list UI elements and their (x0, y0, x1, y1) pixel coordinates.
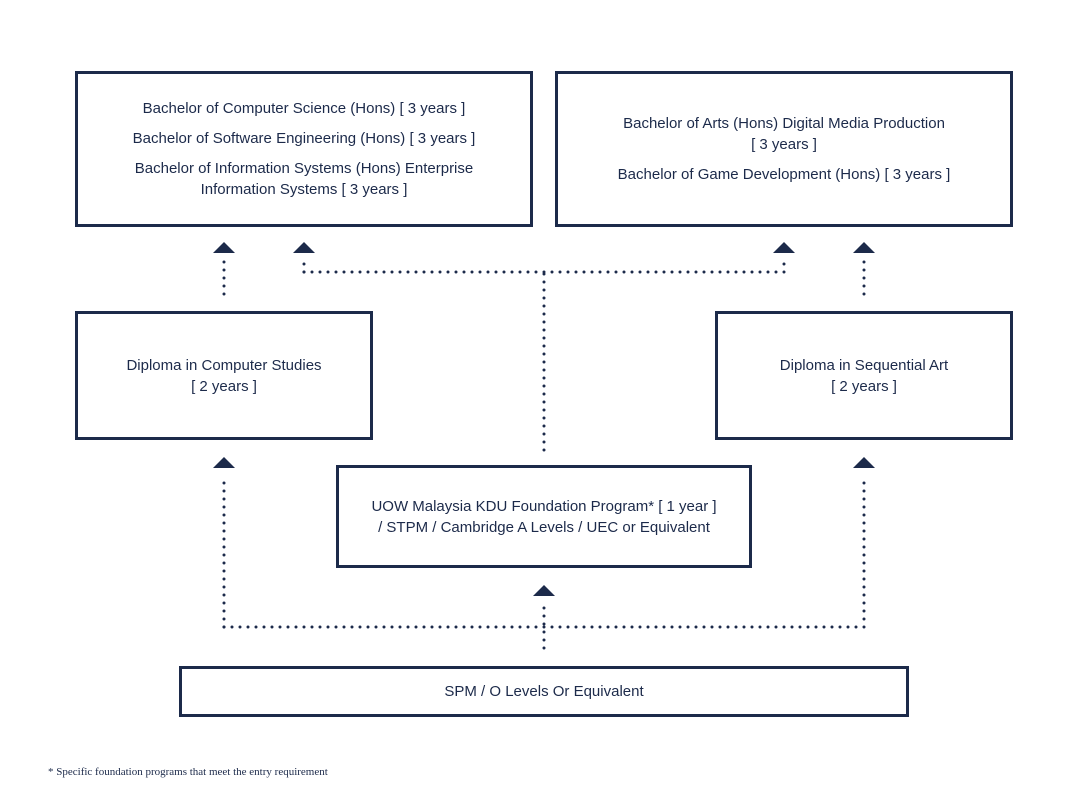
arrowhead-icon (773, 242, 795, 253)
diploma-computer-box: Diploma in Computer Studies [ 2 years ] (75, 311, 373, 440)
degree-game-development: Bachelor of Game Development (Hons) [ 3 … (617, 166, 951, 183)
degree-computer-science: Bachelor of Computer Science (Hons) [ 3 … (142, 100, 466, 117)
arrowhead-icon (293, 242, 315, 253)
entry-title: SPM / O Levels Or Equivalent (444, 683, 644, 700)
arrowhead-icon (213, 457, 235, 468)
degree-information-systems-cont: Information Systems [ 3 years ] (200, 181, 408, 198)
entry-box: SPM / O Levels Or Equivalent (179, 666, 909, 717)
diploma-art-box: Diploma in Sequential Art [ 2 years ] (715, 311, 1013, 440)
degrees-media-box: Bachelor of Arts (Hons) Digital Media Pr… (555, 71, 1013, 227)
foundation-box: UOW Malaysia KDU Foundation Program* [ 1… (336, 465, 752, 568)
degree-digital-media-production: Bachelor of Arts (Hons) Digital Media Pr… (623, 115, 945, 132)
foundation-alternatives: / STPM / Cambridge A Levels / UEC or Equ… (378, 518, 710, 536)
arrowhead-icon (213, 242, 235, 253)
degree-information-systems: Bachelor of Information Systems (Hons) E… (134, 160, 474, 177)
arrowhead-icon (853, 242, 875, 253)
arrowhead-icon (533, 585, 555, 596)
diploma-computer-duration: [ 2 years ] (191, 377, 257, 395)
degrees-cs-box: Bachelor of Computer Science (Hons) [ 3 … (75, 71, 533, 227)
degree-digital-media-duration: [ 3 years ] (751, 136, 817, 153)
diploma-art-title: Diploma in Sequential Art (779, 356, 949, 374)
diploma-art-duration: [ 2 years ] (831, 377, 897, 395)
footnote: * Specific foundation programs that meet… (48, 766, 328, 778)
foundation-title: UOW Malaysia KDU Foundation Program* [ 1… (371, 497, 717, 515)
degree-software-engineering: Bachelor of Software Engineering (Hons) … (132, 130, 476, 147)
diploma-computer-title: Diploma in Computer Studies (126, 356, 322, 374)
arrowhead-icon (853, 457, 875, 468)
